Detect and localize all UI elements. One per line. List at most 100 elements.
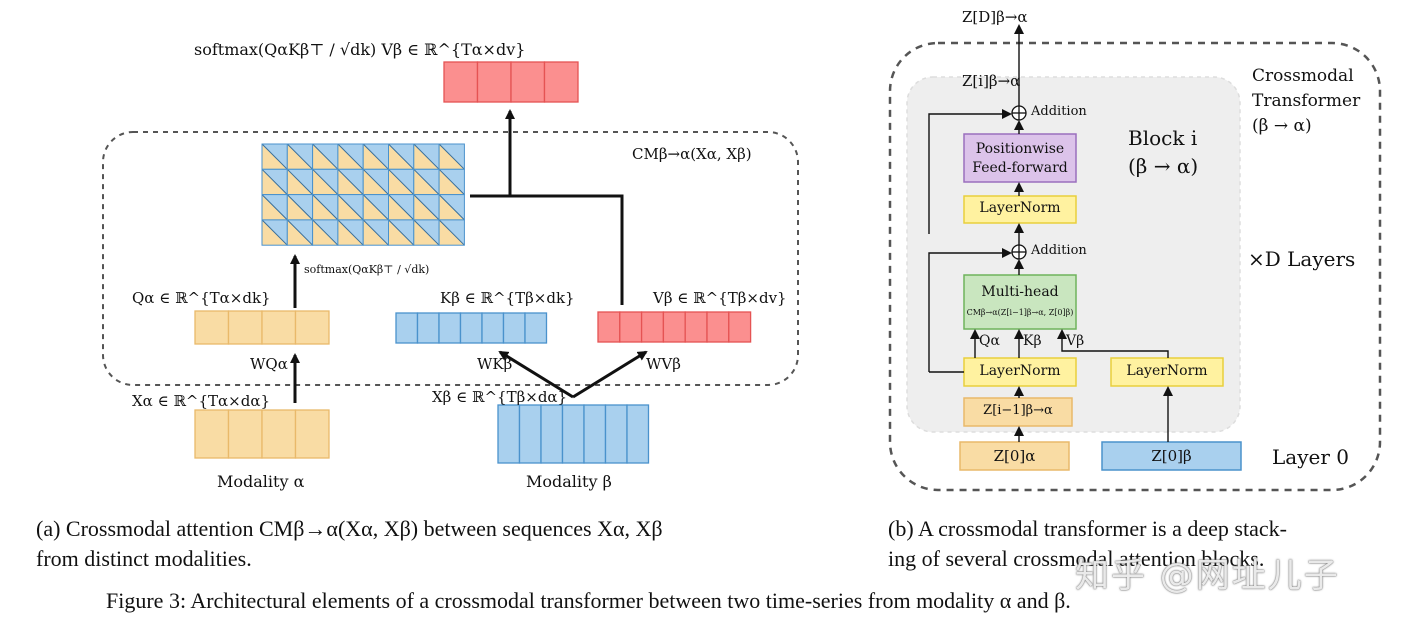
query-cell [227,310,263,345]
modality-beta-label: Modality β [526,472,612,491]
z0-alpha-label: Z[0]α [993,447,1036,465]
caption-b-line1: (b) A crossmodal transformer is a deep s… [888,516,1287,541]
key-cell [438,312,462,344]
query-bar [194,310,330,345]
block-line2: (β → α) [1128,154,1199,178]
multihead-line2: CMβ→α(Z[i−1]β→α, Z[0]β) [966,308,1074,317]
x-alpha-cell [194,409,230,459]
attention-cell-diagonal [312,168,339,195]
attention-cell-diagonal [362,219,389,246]
figure-caption: Figure 3: Architectural elements of a cr… [106,588,1071,613]
attention-cell-diagonal [438,219,465,246]
caption-a: (a) Crossmodal attention CMβ→α(Xα, Xβ) b… [36,514,866,574]
addition-node-top [1011,105,1027,121]
value-cell [684,311,708,343]
layernorm-right-box [1110,357,1224,387]
addition-top-label: Addition [1031,104,1087,119]
x-beta-label: Xβ ∈ ℝ^{Tβ×dα} [432,388,568,406]
x-beta-cell [626,404,650,464]
wq-label: WQα [250,355,288,373]
crossmodal-attention-region [102,131,799,386]
attention-cell-diagonal [286,219,313,246]
panel-b-arrows [928,24,1173,442]
x-beta-cell [604,404,628,464]
attention-cell-diagonal [286,194,313,221]
x-alpha-label: Xα ∈ ℝ^{Tα×dα} [132,392,271,410]
crossmodal-transformer-label: Crossmodal Transformer (β → α) [1252,64,1360,139]
caption-b-line2: ing of several crossmodal attention bloc… [888,546,1265,571]
crossmodal-attention-label: CMβ→α(Xα, Xβ) [632,145,752,163]
z-prev-label: Z[i−1]β→α [983,403,1053,418]
attention-cell-diagonal [286,168,313,195]
attention-cell-diagonal [261,194,288,221]
attention-cell-diagonal [261,143,288,170]
z0-beta-label: Z[0]β [1151,447,1192,465]
attention-cell-diagonal [413,219,440,246]
positionwise-box [963,133,1077,183]
attention-cell-diagonal [337,168,364,195]
block-label: Block i (β → α) [1128,124,1198,180]
attention-cell-diagonal [312,194,339,221]
attention-cell-diagonal [388,194,415,221]
addition-node-bottom [1011,244,1027,260]
wk-label: WKβ [477,355,513,373]
value-cell [728,311,752,343]
key-cell [481,312,505,344]
attention-cell-diagonal [413,194,440,221]
block-line1: Block i [1128,126,1198,150]
attention-cell-border [438,219,465,246]
z-prev-box [963,397,1073,427]
attention-cell-diagonal [413,143,440,170]
value-cell [706,311,730,343]
x-beta-cell [583,404,607,464]
attention-matrix [261,143,465,246]
query-cell [261,310,297,345]
key-cell [395,312,419,344]
output-cell [443,61,479,103]
attention-cell-diagonal [438,143,465,170]
attention-cell-diagonal [388,219,415,246]
watermark: 知乎 @网址儿子 [1075,556,1340,596]
key-cell [416,312,440,344]
panel-a-arrows [290,109,648,403]
query-cell [194,310,230,345]
x-beta-cell [518,404,542,464]
layernorm-left-box [963,357,1077,387]
qa-label: Qα [979,333,1000,349]
key-bar [395,312,548,344]
crossmodal-line2: Transformer [1252,91,1361,111]
attention-cell-diagonal [312,143,339,170]
attention-cell-diagonal [362,143,389,170]
attention-cell-diagonal [261,168,288,195]
layer0-label: Layer 0 [1272,445,1349,469]
attention-cell-diagonal [337,219,364,246]
x-alpha-cell [227,409,263,459]
vb-label: Vβ [1066,333,1085,349]
value-bar [597,311,752,343]
key-cell [524,312,548,344]
crossmodal-line1: Crossmodal [1252,66,1354,86]
caption-a-line2: from distinct modalities. [36,546,252,571]
layers-label: ×D Layers [1248,247,1356,271]
attention-cell-diagonal [388,168,415,195]
query-cell [294,310,330,345]
attention-cell-diagonal [388,143,415,170]
z0-alpha-box [959,441,1070,471]
crossmodal-line3: (β → α) [1252,116,1312,136]
layernorm-top-label: LayerNorm [979,200,1061,216]
output-cell [476,61,512,103]
modality-alpha-label: Modality α [217,472,305,491]
attention-cell-diagonal [362,194,389,221]
top-output-label: Z[D]β→α [962,8,1028,26]
attention-cell-diagonal [438,168,465,195]
addition-bottom-label: Addition [1031,243,1087,258]
attention-cell-diagonal [337,194,364,221]
output-formula: softmax(QαKβ⊤ / √dk) Vβ ∈ ℝ^{Tα×dv} [194,40,526,59]
x-alpha-cell [261,409,297,459]
positionwise-line2: Feed-forward [972,160,1068,176]
attention-cell-diagonal [286,143,313,170]
key-label: Kβ ∈ ℝ^{Tβ×dk} [440,289,575,307]
wv-label: WVβ [646,355,681,373]
layernorm-left-label: LayerNorm [979,363,1061,379]
